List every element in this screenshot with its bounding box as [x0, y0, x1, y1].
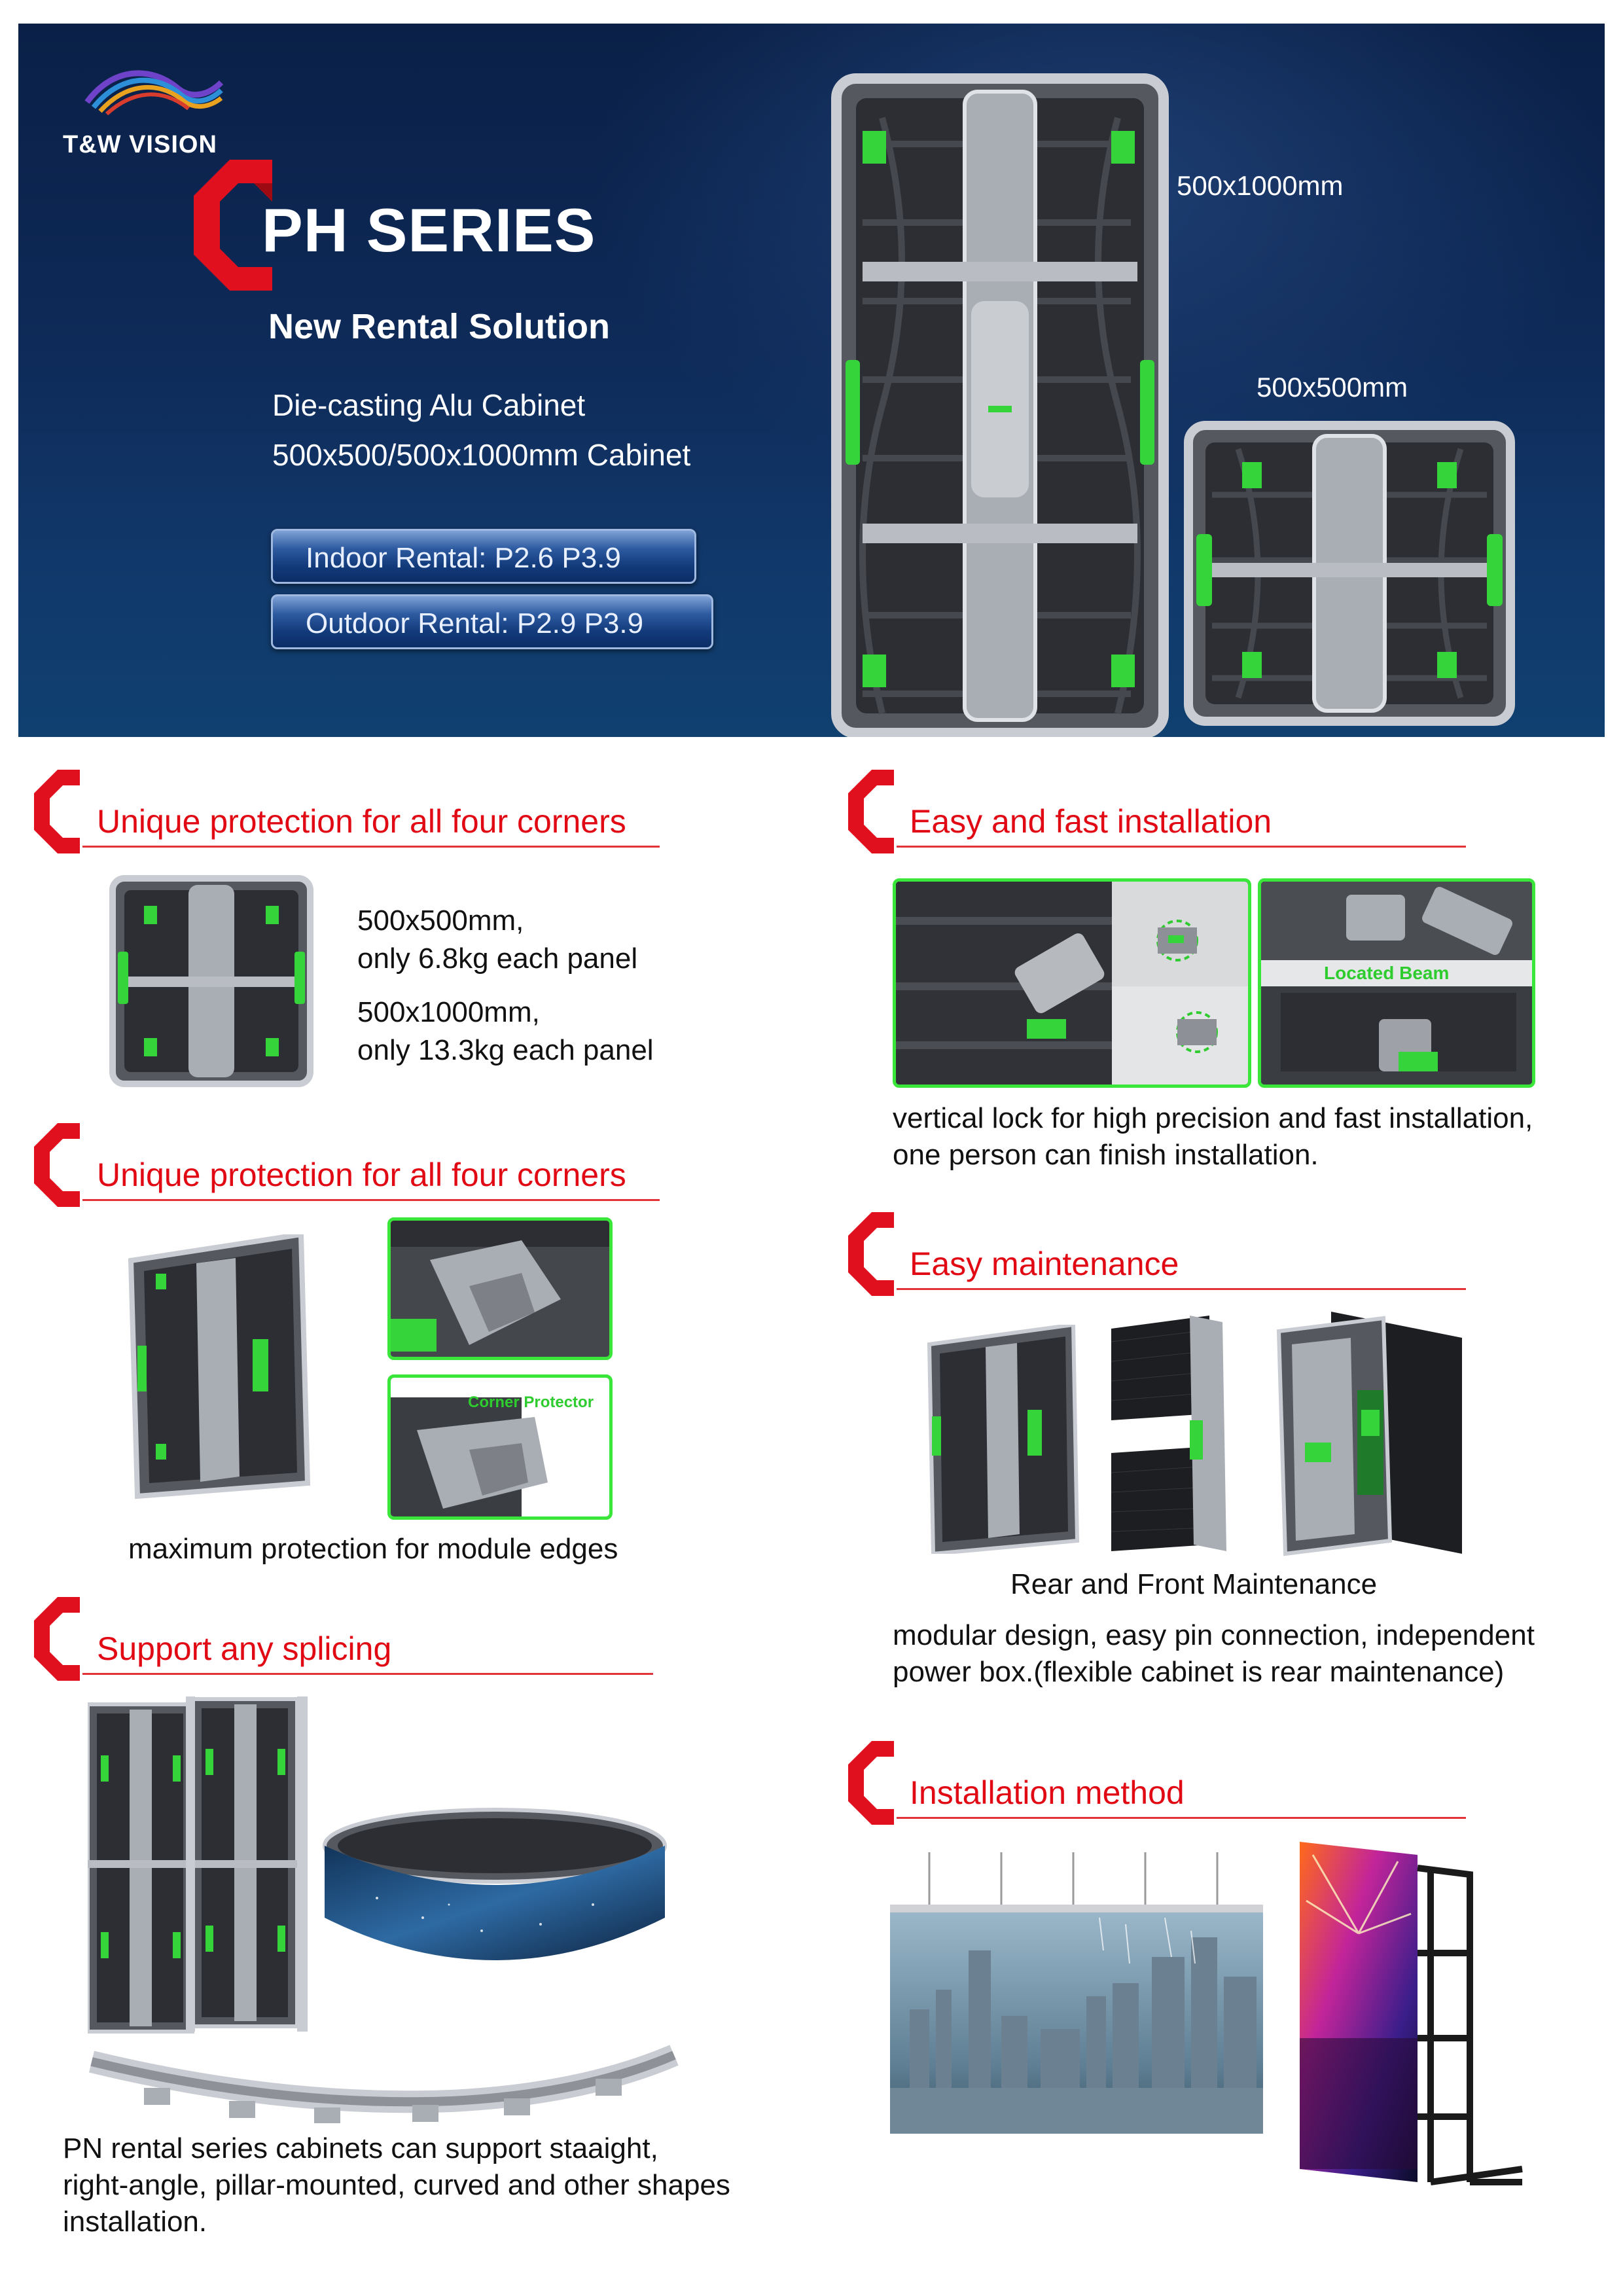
outdoor-rental-badge: Outdoor Rental: P2.9 P3.9 — [271, 594, 713, 649]
installation-desc-line-2: one person can finish installation. — [893, 1139, 1319, 1171]
curved-screen-image — [323, 1808, 667, 1960]
series-bracket-icon — [194, 160, 272, 291]
section-rule — [82, 1673, 653, 1675]
section-title-installation: Easy and fast installation — [910, 803, 1272, 840]
label-large-cabinet: 500x1000mm — [1177, 170, 1344, 201]
feature-line-cabinet-material: Die-casting Alu Cabinet — [272, 388, 586, 422]
splicing-desc-line-2: right-angle, pillar-mounted, curved and … — [63, 2169, 730, 2201]
splicing-desc-line-1: PN rental series cabinets can support st… — [63, 2132, 658, 2164]
installation-photo-lock — [893, 878, 1251, 1088]
section-bracket-icon — [848, 1741, 894, 1825]
corner-closeup-photo — [387, 1217, 613, 1360]
spliced-wall-image — [88, 1696, 308, 2034]
section-bracket-icon — [34, 1123, 80, 1207]
section-title-maintenance: Easy maintenance — [910, 1246, 1179, 1282]
indoor-rental-badge: Indoor Rental: P2.6 P3.9 — [271, 529, 696, 584]
section-rule — [897, 1288, 1466, 1290]
cabinet-500x500-image — [1184, 421, 1515, 726]
arc-spliced-cabinets-image — [89, 2045, 679, 2123]
section-rule — [82, 846, 660, 848]
maintenance-desc-line-2: power box.(flexible cabinet is rear main… — [893, 1656, 1505, 1688]
corner-protector-photo: Corner Protector — [387, 1374, 613, 1520]
label-small-cabinet: 500x500mm — [1257, 372, 1408, 403]
section-title-install-method: Installation method — [910, 1774, 1185, 1811]
series-title: PH SERIES — [262, 196, 596, 264]
tw-vision-swoosh-logo — [84, 70, 224, 115]
section-bracket-icon — [34, 770, 80, 853]
hero-banner: T&W VISION PH SERIES New Rental Solution… — [18, 24, 1605, 737]
section-rule — [82, 1199, 660, 1201]
spec-500x1000-weight: only 13.3kg each panel — [357, 1034, 654, 1066]
splicing-desc-line-3: installation. — [63, 2206, 207, 2238]
section-title-splicing: Support any splicing — [97, 1630, 392, 1667]
section-rule — [897, 846, 1466, 848]
cabinet-angled-image — [128, 1234, 311, 1499]
corners-2-caption: maximum protection for module edges — [128, 1533, 618, 1565]
spec-500x1000-size: 500x1000mm, — [357, 996, 540, 1028]
feature-line-cabinet-sizes: 500x500/500x1000mm Cabinet — [272, 438, 691, 472]
hero-subtitle: New Rental Solution — [268, 307, 611, 346]
section-title-corners-1: Unique protection for all four corners — [97, 803, 626, 840]
installation-photo-beam: Located Beam — [1258, 878, 1535, 1088]
maintenance-open-cabinet-image — [1276, 1312, 1462, 1556]
section-bracket-icon — [848, 770, 894, 853]
section-title-corners-2: Unique protection for all four corners — [97, 1157, 626, 1193]
section-rule — [897, 1817, 1466, 1819]
maintenance-front-modules-image — [1111, 1316, 1226, 1551]
cabinet-500x1000-image — [831, 73, 1169, 737]
cabinet-500x500-thumbnail — [109, 875, 313, 1087]
section-bracket-icon — [848, 1212, 894, 1296]
maintenance-rear-cabinet-image — [927, 1325, 1080, 1554]
maintenance-caption: Rear and Front Maintenance — [1010, 1568, 1378, 1600]
corner-protector-callout: Corner Protector — [468, 1393, 594, 1411]
section-bracket-icon — [34, 1597, 80, 1681]
spec-500x500-size: 500x500mm, — [357, 905, 524, 937]
installation-desc-line-1: vertical lock for high precision and fas… — [893, 1102, 1533, 1134]
brand-name: T&W VISION — [63, 131, 217, 158]
hanging-installation-image — [890, 1852, 1263, 2134]
maintenance-desc-line-1: modular design, easy pin connection, ind… — [893, 1619, 1535, 1651]
located-beam-callout: Located Beam — [1324, 963, 1450, 983]
spec-500x500-weight: only 6.8kg each panel — [357, 942, 638, 975]
floor-stand-installation-image — [1300, 1842, 1523, 2185]
